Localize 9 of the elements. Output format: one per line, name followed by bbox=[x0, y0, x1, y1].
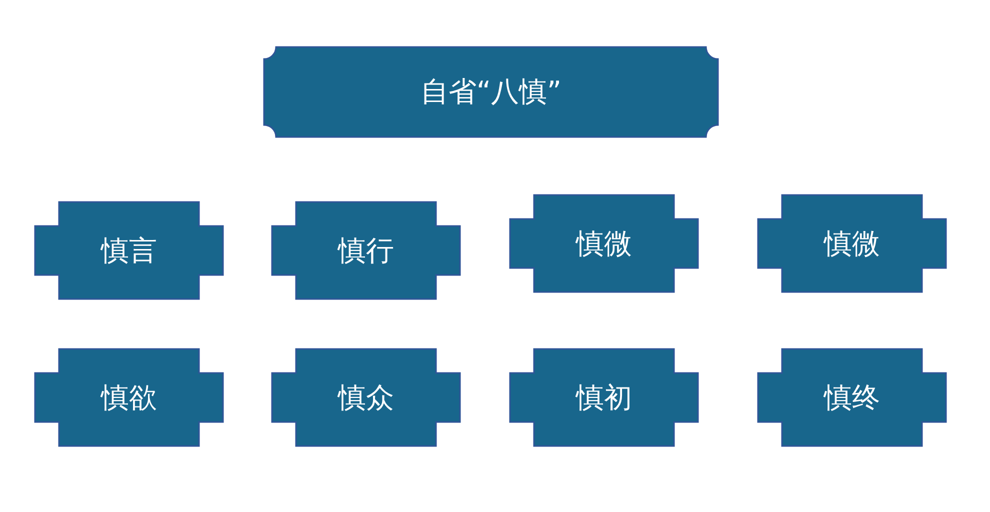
panel-label: 慎欲 bbox=[101, 380, 157, 416]
panel-label: 慎微 bbox=[576, 226, 632, 262]
title-text: 自省“八慎” bbox=[420, 74, 562, 110]
panel-label: 慎初 bbox=[576, 380, 632, 416]
panel-label: 慎众 bbox=[338, 380, 394, 416]
panel-label: 慎终 bbox=[824, 380, 880, 416]
panel-label: 慎行 bbox=[338, 232, 394, 268]
panel-label: 慎言 bbox=[101, 232, 157, 268]
panel-label: 慎微 bbox=[824, 226, 880, 262]
